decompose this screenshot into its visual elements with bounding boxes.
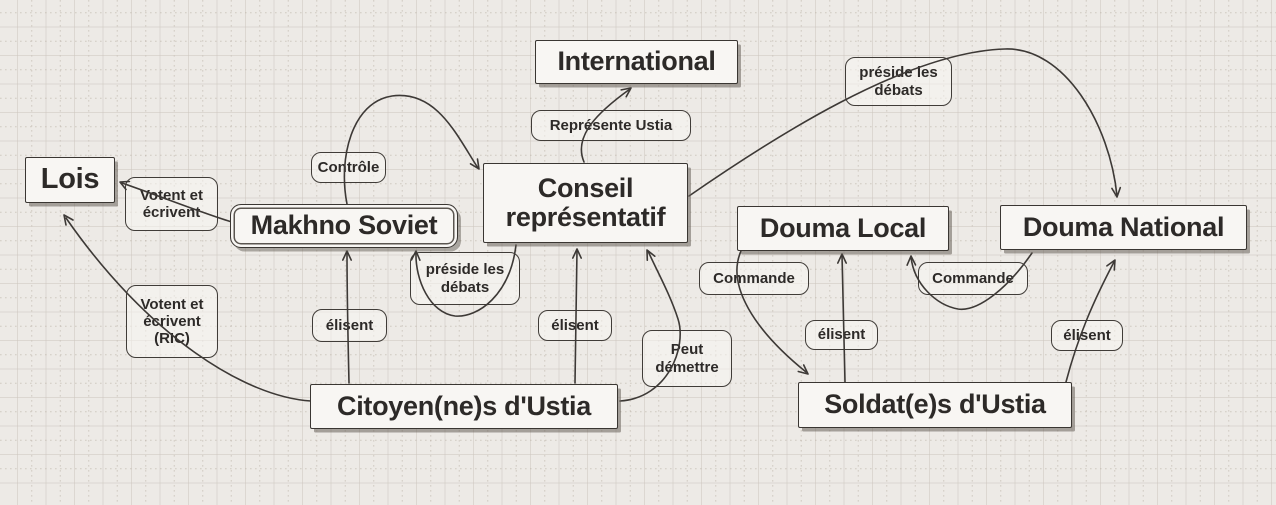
edge-label-peut-demettre[interactable]: Peut démettre bbox=[642, 330, 732, 387]
node-douma-national[interactable]: Douma National bbox=[1000, 205, 1247, 250]
edge-label-preside-debats-national[interactable]: préside les débats bbox=[845, 57, 952, 106]
edge-label-votent-ecrivent[interactable]: Votent et écrivent bbox=[125, 177, 218, 231]
edge-label-elisent-makhno[interactable]: élisent bbox=[312, 309, 387, 342]
node-international[interactable]: International bbox=[535, 40, 738, 84]
node-lois[interactable]: Lois bbox=[25, 157, 115, 203]
edge-label-represente-ustia[interactable]: Représente Ustia bbox=[531, 110, 691, 141]
edge-label-elisent-douma-local[interactable]: élisent bbox=[805, 320, 878, 350]
edge-label-controle[interactable]: Contrôle bbox=[311, 152, 386, 183]
edge-label-elisent-douma-national[interactable]: élisent bbox=[1051, 320, 1123, 351]
node-conseil-representatif[interactable]: Conseil représentatif bbox=[483, 163, 688, 243]
node-makhno-soviet[interactable]: Makhno Soviet bbox=[230, 204, 458, 248]
edge-label-elisent-conseil[interactable]: élisent bbox=[538, 310, 612, 341]
edge-label-commande-soldats[interactable]: Commande bbox=[699, 262, 809, 295]
edge-label-preside-debats-soviet[interactable]: préside les débats bbox=[410, 252, 520, 305]
edge-label-votent-ecrivent-ric[interactable]: Votent et écrivent (RIC) bbox=[126, 285, 218, 358]
node-soldats-ustia[interactable]: Soldat(e)s d'Ustia bbox=[798, 382, 1072, 428]
node-douma-local[interactable]: Douma Local bbox=[737, 206, 949, 251]
edge-label-commande-douma-local[interactable]: Commande bbox=[918, 262, 1028, 295]
node-citoyens-ustia[interactable]: Citoyen(ne)s d'Ustia bbox=[310, 384, 618, 429]
